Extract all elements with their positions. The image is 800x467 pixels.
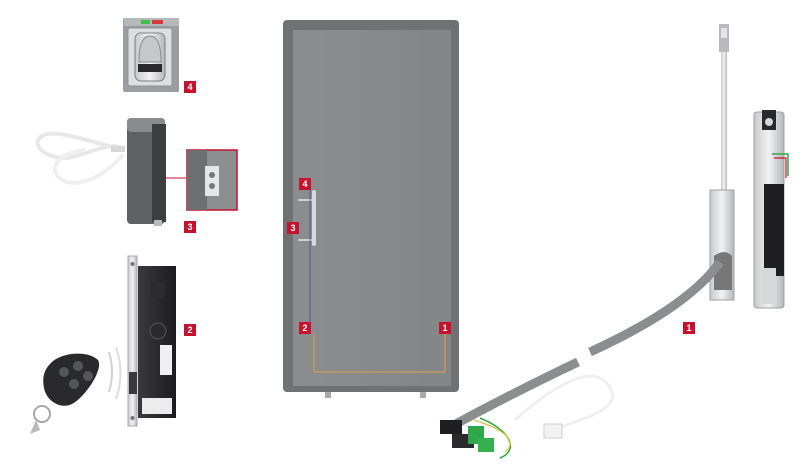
card-reader-icon <box>35 118 186 226</box>
badge-door-three: 3 <box>287 222 299 234</box>
remote-key-icon <box>30 346 122 434</box>
motor-lock-icon <box>127 255 176 427</box>
door-icon <box>283 20 459 398</box>
badge-motor-lock: 2 <box>184 324 196 336</box>
bolt-rod-icon <box>449 24 735 430</box>
badge-door-four: 4 <box>299 178 311 190</box>
badge-door-one: 1 <box>439 322 451 334</box>
wiring-harness-icon <box>440 374 615 459</box>
badge-bolt-rod: 1 <box>683 322 695 334</box>
motor-drive-icon <box>753 110 789 309</box>
fingerprint-reader-icon <box>123 18 179 92</box>
badge-card-reader: 3 <box>184 221 196 233</box>
badge-fingerprint-reader: 4 <box>184 81 196 93</box>
badge-door-two: 2 <box>299 322 311 334</box>
detail-inset <box>186 149 238 211</box>
